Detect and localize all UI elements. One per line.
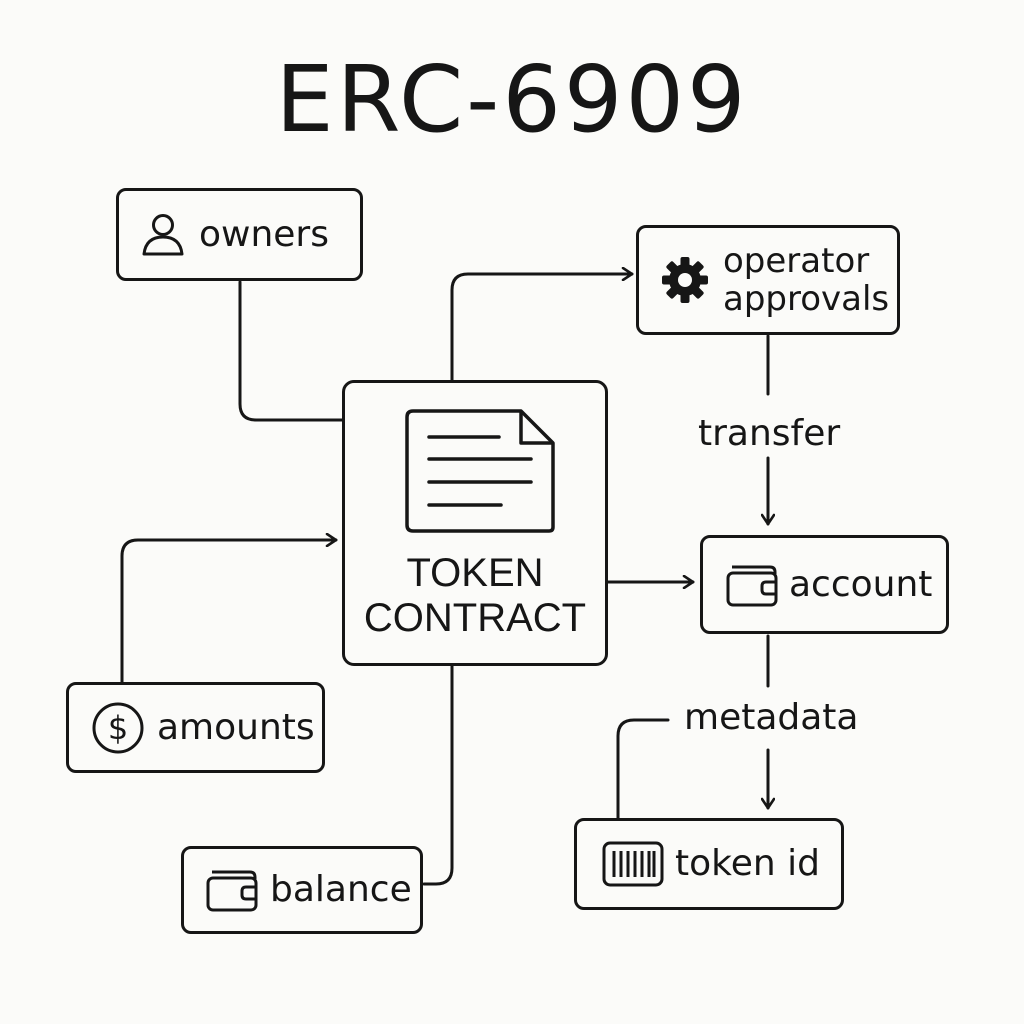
- balance-label: balance: [270, 869, 412, 910]
- transfer-edge-label: transfer: [692, 416, 847, 452]
- document-icon: [403, 407, 559, 539]
- wallet-icon: [196, 866, 270, 914]
- operator-label-line1: operator: [723, 240, 870, 281]
- metadata-edge-label: metadata: [678, 700, 865, 736]
- connector-contract-to-operator: [450, 274, 634, 382]
- gear-icon: [647, 255, 723, 305]
- account-node: account: [700, 535, 949, 634]
- connector-metadata-to-token-id: [616, 718, 670, 820]
- user-icon: [127, 210, 199, 260]
- balance-node: balance: [181, 846, 423, 934]
- connector-amounts-to-contract: [120, 540, 338, 684]
- operator-approvals-node: operator approvals: [636, 225, 900, 335]
- token-contract-node: TOKEN CONTRACT: [342, 380, 608, 666]
- operator-approvals-label: operator approvals: [723, 242, 889, 318]
- amounts-node: $ amounts: [66, 682, 325, 773]
- dollar-coin-icon: $: [79, 700, 157, 756]
- token-id-label: token id: [675, 843, 820, 884]
- owners-node: owners: [116, 188, 363, 281]
- account-label: account: [789, 563, 933, 605]
- amounts-label: amounts: [157, 706, 315, 748]
- owners-label: owners: [199, 213, 329, 255]
- connector-owners-to-contract: [238, 280, 344, 422]
- contract-label-line1: TOKEN: [406, 551, 544, 595]
- connector-contract-to-balance: [422, 664, 454, 886]
- barcode-icon: [591, 841, 675, 887]
- contract-label-line2: CONTRACT: [363, 595, 587, 640]
- wallet-icon: [717, 561, 789, 609]
- token-id-node: token id: [574, 818, 844, 910]
- svg-text:$: $: [108, 709, 128, 747]
- token-contract-label: TOKEN CONTRACT: [345, 551, 605, 641]
- operator-label-line2: approvals: [723, 279, 890, 319]
- diagram-title: ERC-6909: [275, 46, 749, 153]
